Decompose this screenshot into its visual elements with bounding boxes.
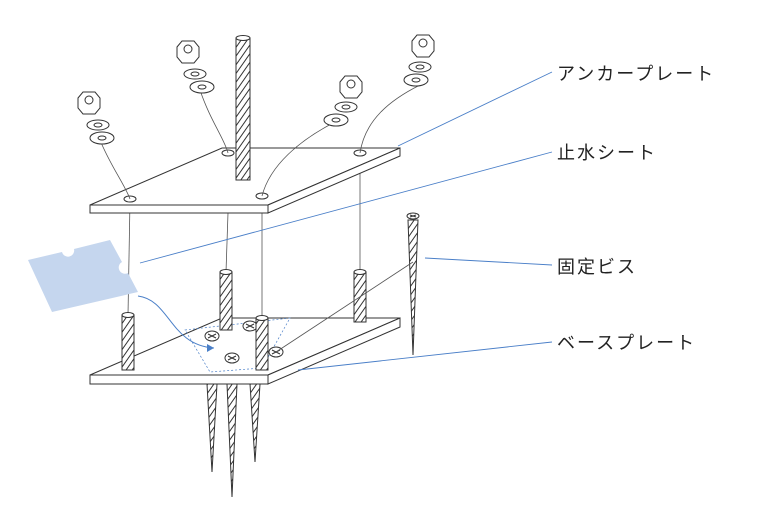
leader-base-plate [297,341,553,371]
nut-icon [176,40,200,64]
screw-heads [204,320,284,364]
label-anchor-plate: アンカープレート [557,64,716,85]
fixing-screw [406,212,420,356]
bottom-screws [206,383,261,498]
nut-icon [339,75,363,99]
label-base-plate: ベースプレート [557,333,697,354]
screw-head-icon [242,320,258,332]
screw-head-icon [224,352,240,364]
screw-head-icon [204,330,220,342]
nut-icon [77,91,101,115]
leader-waterproof-sheet [139,151,553,264]
label-waterproof-sheet: 止水シート [557,143,657,164]
nut-icon [411,34,435,58]
label-fixing-screw: 固定ビス [557,257,637,278]
nut-guide-lines [99,84,421,200]
leader-fixing-screw [424,257,553,266]
studs [121,269,367,371]
anchor-rod [235,35,251,181]
leader-anchor-plate [397,71,553,147]
leader-lines [139,71,553,371]
base-plate [89,317,401,385]
waterproof-sheet [28,240,215,352]
nut-sets [77,34,435,145]
